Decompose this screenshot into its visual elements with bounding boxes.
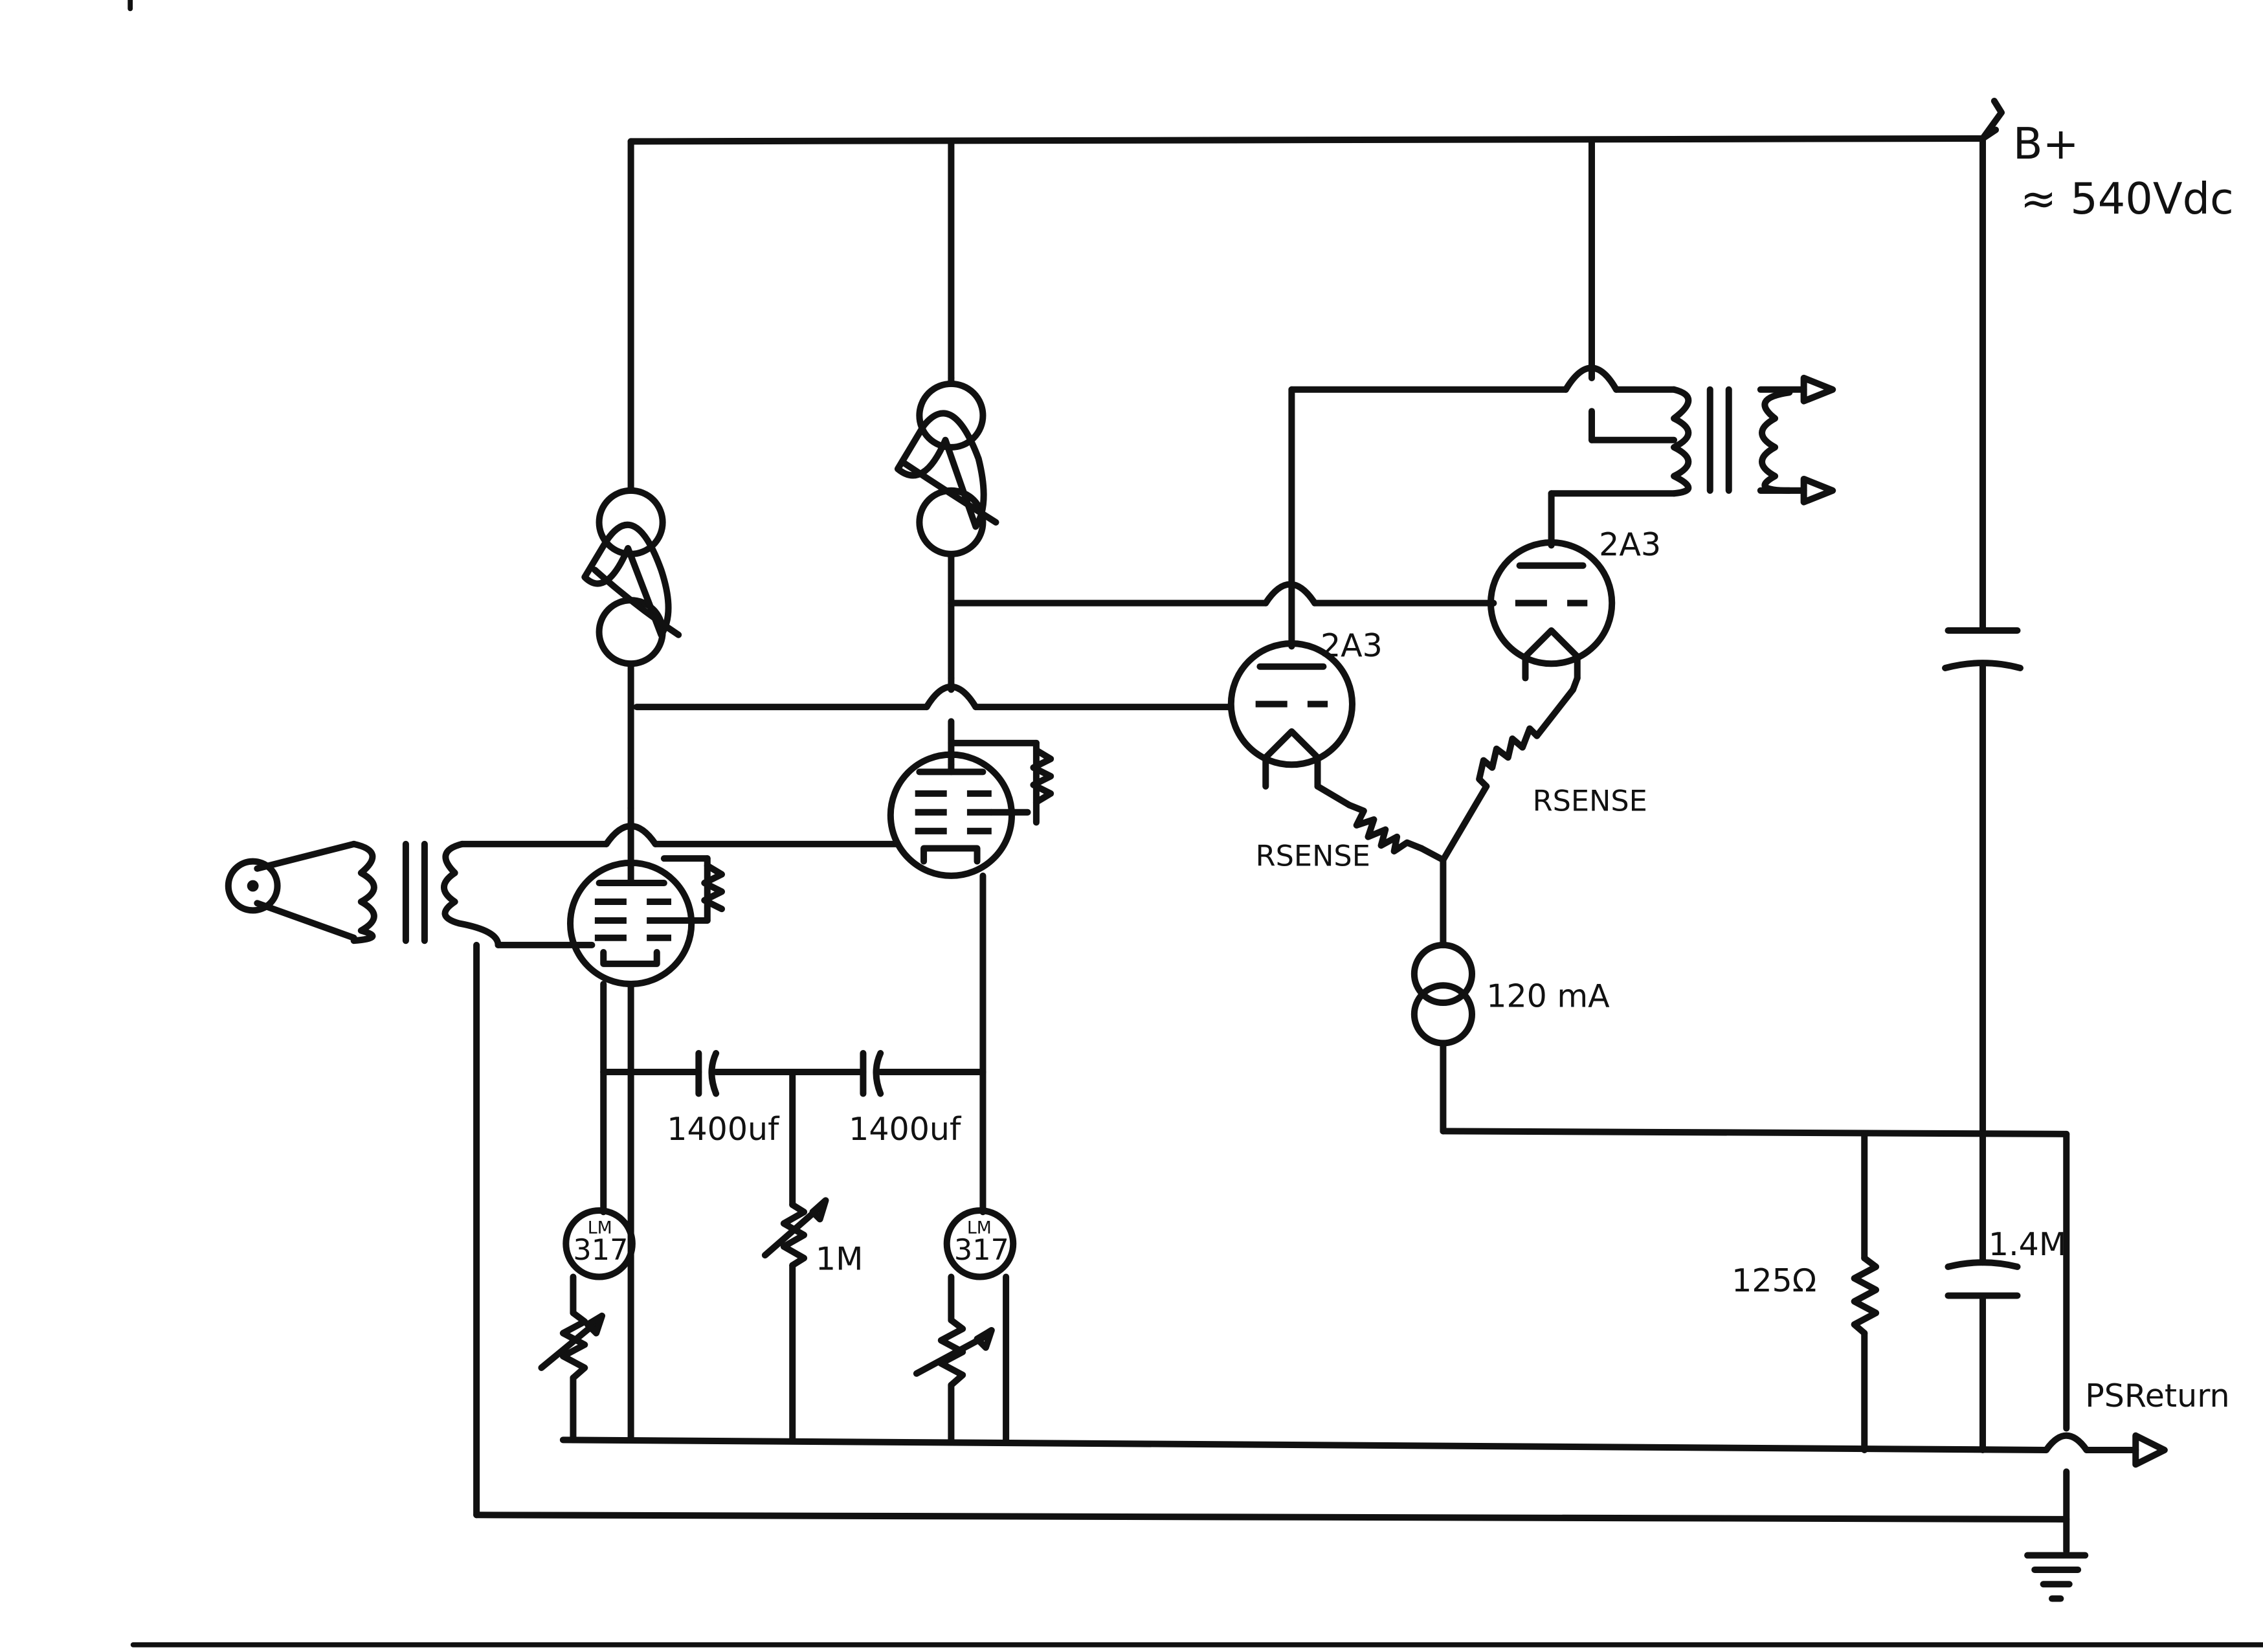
bottom-capacitor (1945, 1130, 2021, 1453)
sense-resistor-left (1314, 783, 1447, 864)
pot-label: 1M (816, 1240, 863, 1277)
bleed-resistor-label: 125Ω (1732, 1262, 1816, 1299)
output-triode-right (1487, 539, 1616, 693)
regulator-left (538, 1207, 636, 1444)
regulator-right (913, 1207, 1017, 1444)
coupling-cap-left-label: 1400uf (667, 1110, 780, 1148)
output-tube-label: 2A3 (1599, 526, 1661, 563)
bleed-resistor (1851, 1130, 1880, 1453)
return-bus (473, 1130, 2168, 1554)
center-rectifier-stack (894, 374, 999, 682)
coupling-capacitor-right (860, 1050, 987, 1097)
driver-tube-label: 2A3 (1321, 627, 1383, 664)
regulator-left-type-top: LM (588, 1218, 612, 1238)
output-triode-left (1227, 640, 1356, 790)
rail-bypass-capacitor (1942, 627, 2023, 1137)
ps-return-label: PSReturn (2085, 1377, 2229, 1414)
input-jack (225, 840, 357, 941)
sense-resistor-left-label: RSENSE (1256, 839, 1370, 873)
ground-symbol (2024, 1552, 2089, 1602)
regulator-right-type-top: LM (967, 1218, 992, 1238)
interstage-wiring (633, 581, 1497, 768)
balance-potentiometer (761, 1068, 829, 1444)
current-source (1410, 856, 2070, 1137)
current-source-label: 120 mA (1486, 977, 1610, 1015)
left-rectifier-stack (581, 487, 682, 812)
input-pentode-left (566, 805, 726, 1444)
b-plus-label: B+ (2013, 118, 2079, 169)
coupling-cap-right-label: 1400uf (849, 1110, 962, 1148)
sense-resistor-right-label: RSENSE (1533, 785, 1647, 818)
supply-voltage-label: ≈ 540Vdc (2020, 173, 2234, 224)
b-plus-rail (627, 98, 2005, 632)
bottom-cap-label: 1.4M (1989, 1225, 2066, 1263)
input-pentode-center (887, 739, 1054, 1216)
regulator-left-type-bottom: 317 (573, 1233, 628, 1267)
coupling-capacitor-left (600, 1050, 867, 1097)
output-transformer (1288, 364, 1836, 650)
input-transformer (350, 823, 901, 1519)
regulator-right-type-bottom: 317 (954, 1233, 1009, 1267)
sense-resistor-right (1440, 686, 1577, 864)
